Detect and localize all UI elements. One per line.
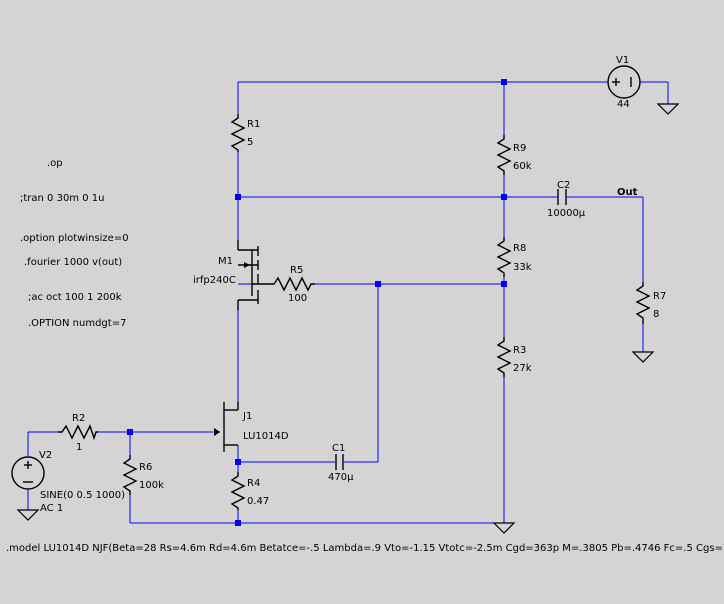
r2-value: 1 — [76, 442, 82, 453]
junctions — [127, 79, 507, 526]
capacitor-c2[interactable]: C2 10000µ — [547, 180, 586, 219]
r1-name: R1 — [247, 119, 260, 130]
r7-name: R7 — [653, 291, 666, 302]
r5-value: 100 — [288, 293, 307, 304]
ground-v2 — [16, 509, 40, 521]
m1-value: irfp240C — [193, 275, 236, 286]
r9-name: R9 — [513, 143, 526, 154]
c2-name: C2 — [557, 180, 570, 191]
r8-name: R8 — [513, 243, 526, 254]
directive-ac[interactable]: ;ac oct 100 1 200k — [28, 292, 122, 303]
directive-plotwinsize[interactable]: .option plotwinsize=0 — [20, 233, 129, 244]
resistor-r6[interactable]: R6 100k — [122, 455, 164, 495]
m1-name: M1 — [218, 256, 233, 267]
jfet-j1[interactable]: J1 LU1014D — [214, 402, 289, 452]
resistor-r2[interactable]: R2 1 — [58, 413, 98, 453]
wires — [27, 81, 669, 524]
r1-value: 5 — [247, 137, 253, 148]
r2-name: R2 — [72, 413, 85, 424]
r5-name: R5 — [290, 265, 303, 276]
r3-name: R3 — [513, 345, 526, 356]
c1-name: C1 — [332, 443, 345, 454]
resistor-r7[interactable]: R7 8 — [635, 282, 666, 324]
v2-name: V2 — [39, 450, 52, 461]
r6-name: R6 — [139, 462, 152, 473]
capacitor-c1[interactable]: C1 470µ — [328, 443, 354, 483]
resistor-r9[interactable]: R9 60k — [496, 135, 532, 175]
j1-name: J1 — [242, 411, 252, 422]
voltage-source-v2[interactable]: V2 SINE(0 0.5 1000) AC 1 — [11, 450, 125, 514]
ground-bottom — [492, 522, 516, 534]
resistor-r1[interactable]: R1 5 — [230, 114, 260, 152]
v2-ac: AC 1 — [40, 503, 63, 514]
net-label-out: Out — [617, 187, 638, 198]
directive-fourier[interactable]: .fourier 1000 v(out) — [24, 257, 122, 268]
v2-value: SINE(0 0.5 1000) — [40, 490, 125, 501]
spice-directives[interactable]: .op ;tran 0 30m 0 1u .option plotwinsize… — [6, 158, 724, 554]
r7-value: 8 — [653, 309, 659, 320]
r6-value: 100k — [139, 480, 164, 491]
ground-r7 — [631, 351, 655, 363]
mosfet-m1[interactable]: M1 irfp240C — [193, 240, 270, 310]
resistor-r3[interactable]: R3 27k — [496, 337, 532, 377]
directive-tran[interactable]: ;tran 0 30m 0 1u — [20, 193, 104, 204]
directive-numdgt[interactable]: .OPTION numdgt=7 — [28, 318, 126, 329]
resistor-r8[interactable]: R8 33k — [496, 237, 532, 277]
j1-value: LU1014D — [243, 431, 289, 442]
r9-value: 60k — [513, 161, 532, 172]
directive-op[interactable]: .op — [47, 158, 63, 169]
directive-model[interactable]: .model LU1014D NJF(Beta=28 Rs=4.6m Rd=4.… — [6, 543, 724, 554]
r4-value: 0.47 — [247, 496, 269, 507]
v1-value: 44 — [617, 99, 630, 110]
resistor-r4[interactable]: R4 0.47 — [230, 472, 269, 510]
voltage-source-v1[interactable]: V1 44 — [607, 55, 641, 110]
r4-name: R4 — [247, 478, 260, 489]
c2-value: 10000µ — [547, 208, 586, 219]
ground-v1 — [656, 103, 680, 115]
v1-name: V1 — [616, 55, 629, 66]
resistor-r5[interactable]: R5 100 — [270, 265, 315, 304]
r8-value: 33k — [513, 262, 532, 273]
r3-value: 27k — [513, 363, 532, 374]
c1-value: 470µ — [328, 472, 354, 483]
